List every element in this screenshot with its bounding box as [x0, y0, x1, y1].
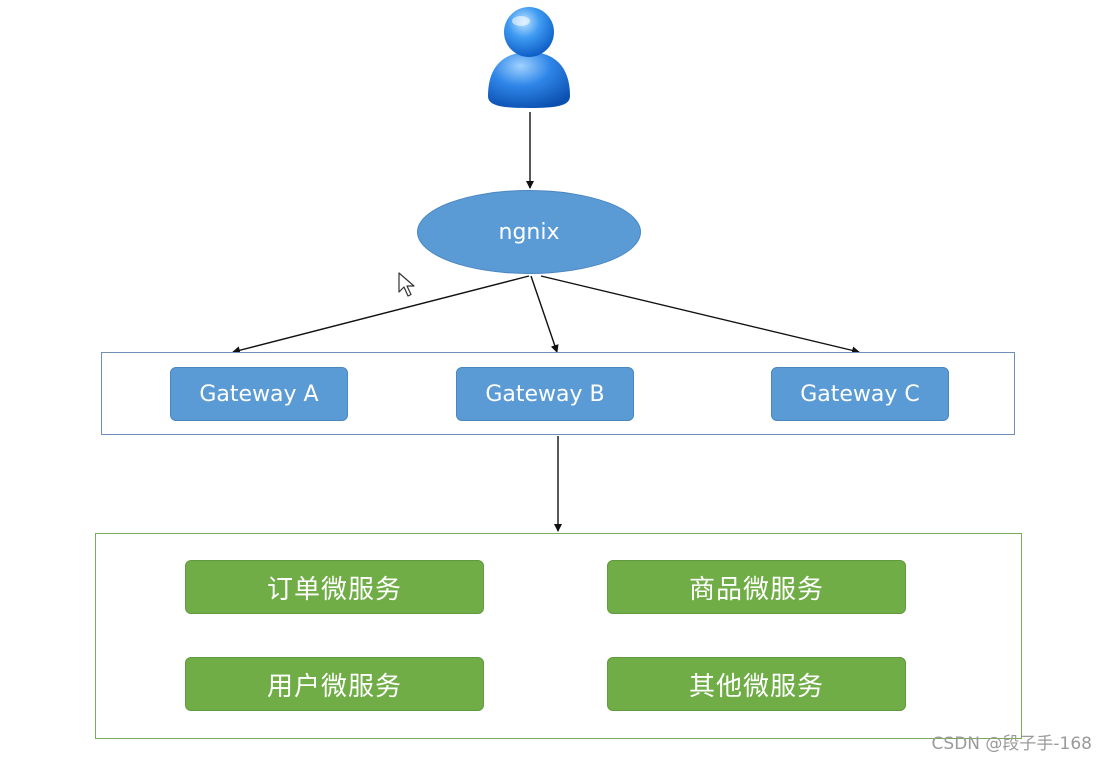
other-service-label: 其他微服务 — [688, 671, 824, 702]
arrow-nginx-to-gateway-c — [540, 275, 860, 355]
user-service-node: 用户微服务 — [185, 657, 484, 711]
gateway-a-node: Gateway A — [170, 367, 348, 421]
arrow-nginx-to-gateway-b — [530, 275, 559, 353]
nginx-node: ngnix — [417, 190, 641, 274]
order-service-label: 订单微服务 — [266, 574, 402, 605]
product-service-label: 商品微服务 — [688, 574, 824, 605]
arrow-nginx-to-gateway-a — [232, 275, 530, 355]
order-service-node: 订单微服务 — [185, 560, 484, 614]
gateway-b-label: Gateway B — [485, 381, 605, 407]
product-service-node: 商品微服务 — [607, 560, 906, 614]
gateway-c-node: Gateway C — [771, 367, 949, 421]
other-service-node: 其他微服务 — [607, 657, 906, 711]
gateway-b-node: Gateway B — [456, 367, 634, 421]
user-service-label: 用户微服务 — [266, 671, 402, 702]
watermark: CSDN @段子手-168 — [931, 734, 1092, 754]
nginx-label: ngnix — [498, 219, 560, 245]
mouse-cursor-icon — [398, 272, 415, 297]
gateway-a-label: Gateway A — [199, 381, 319, 407]
gateway-c-label: Gateway C — [800, 381, 920, 407]
user-icon — [488, 7, 570, 108]
